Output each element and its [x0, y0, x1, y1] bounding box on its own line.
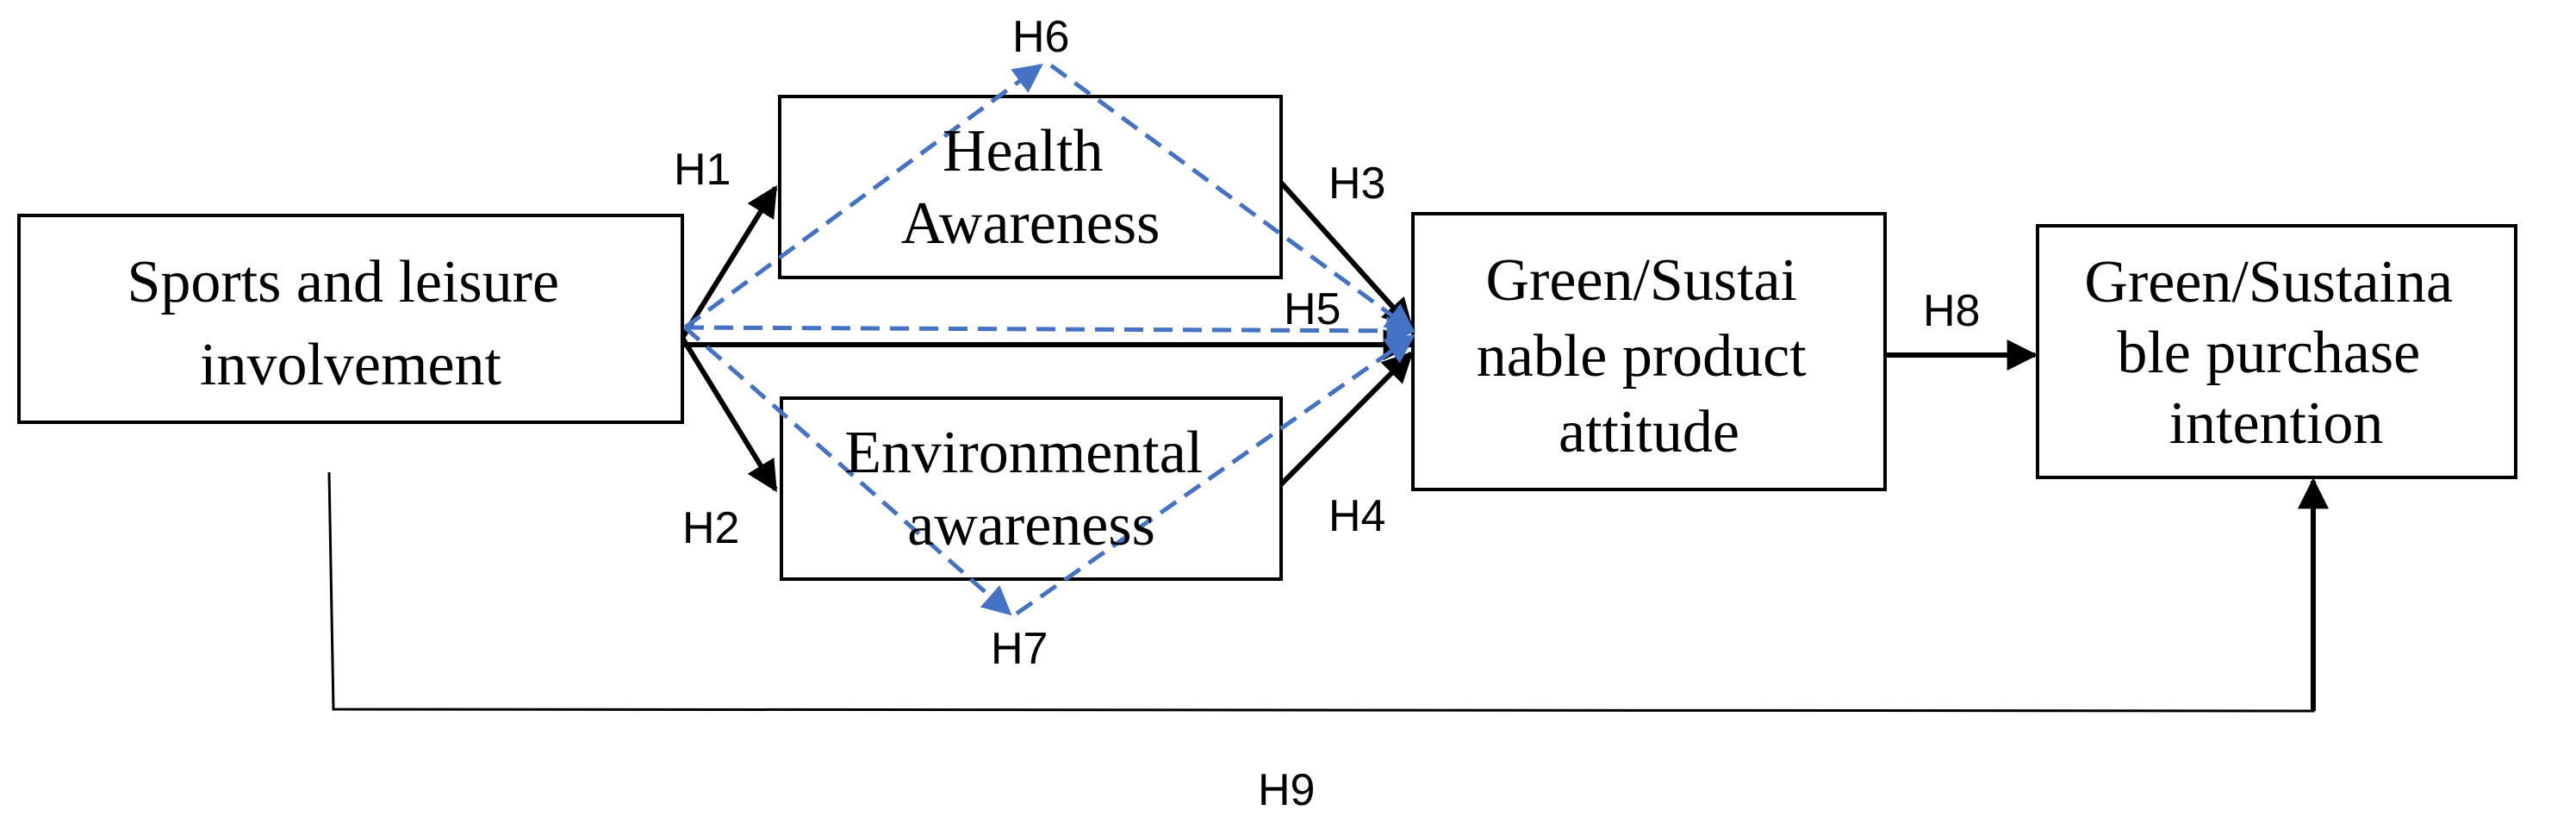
- node-attitude-label: Green/Sustai nable product attitude: [1477, 247, 1821, 465]
- node-health-box: [778, 95, 1283, 279]
- node-sports-label: Sports and leisure involvement: [127, 249, 574, 398]
- node-intention-box: [2036, 224, 2517, 479]
- node-sports-box: [17, 214, 684, 424]
- path-h5-dashed: [684, 315, 1416, 346]
- label-h4: H4: [1328, 491, 1385, 541]
- label-h8: H8: [1923, 286, 1980, 336]
- path-h1: [680, 184, 778, 340]
- path-h4: [1279, 351, 1414, 487]
- path-h6-in: [683, 63, 1043, 330]
- path-h9: [327, 471, 2315, 713]
- label-h3: H3: [1328, 159, 1385, 209]
- label-h7: H7: [991, 624, 1048, 674]
- label-h1: H1: [674, 145, 731, 195]
- label-h5: H5: [1284, 284, 1341, 334]
- label-h9: H9: [1258, 765, 1315, 815]
- path-h7-in: [683, 326, 1012, 616]
- path-h6-out: [1049, 63, 1416, 334]
- path-h2: [680, 336, 778, 493]
- path-h3: [1279, 180, 1414, 330]
- label-h2: H2: [682, 503, 739, 553]
- node-health-label: Health Awareness: [901, 118, 1160, 257]
- node-attitude-box: [1411, 212, 1887, 491]
- label-h6: H6: [1012, 12, 1069, 62]
- path-h7-out: [1015, 334, 1416, 616]
- node-intention-label: Green/Sustaina ble purchase intention: [2084, 249, 2467, 457]
- node-environmental-label: Environmental awareness: [844, 420, 1218, 558]
